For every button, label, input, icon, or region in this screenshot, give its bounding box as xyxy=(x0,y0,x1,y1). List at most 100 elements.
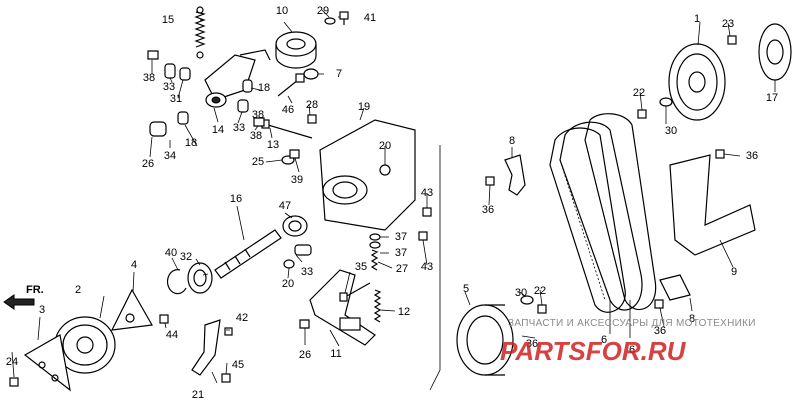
arm-11 xyxy=(309,269,376,346)
section-divider xyxy=(429,145,441,391)
bearing-32 xyxy=(187,262,213,294)
callout-20b: 20 xyxy=(282,278,294,290)
plate-3 xyxy=(23,334,71,392)
collar-7 xyxy=(303,68,319,80)
callout-30a: 30 xyxy=(665,125,677,137)
bolt-23 xyxy=(727,35,737,45)
tensioner-pulley-10 xyxy=(275,31,317,69)
spring-27 xyxy=(370,249,379,271)
callout-37b: 37 xyxy=(395,247,407,259)
washer-30b xyxy=(520,295,534,305)
callout-37a: 37 xyxy=(395,231,407,243)
callout-22a: 22 xyxy=(633,87,645,99)
callout-16: 16 xyxy=(230,193,242,205)
callout-21: 21 xyxy=(192,389,204,401)
collar-33c xyxy=(294,244,312,256)
watermark-tagline: ЗАПЧАСТИ И АКСЕССУАРЫ ДЛЯ МОТОТЕХНИКИ xyxy=(508,318,756,329)
nut-20b xyxy=(283,259,295,269)
bolt-43a xyxy=(422,207,432,217)
drive-pulley-2 xyxy=(54,316,116,374)
bolt-24 xyxy=(9,377,19,387)
nut-26b xyxy=(299,319,310,329)
callout-23: 23 xyxy=(722,18,734,30)
callout-9: 9 xyxy=(731,266,737,278)
bolt-45 xyxy=(221,373,231,383)
bracket-21 xyxy=(191,319,221,376)
callout-28: 28 xyxy=(306,99,318,111)
callout-17: 17 xyxy=(766,92,778,104)
callout-33a: 33 xyxy=(163,81,175,93)
callout-33b: 33 xyxy=(233,122,245,134)
collar-33a xyxy=(164,63,176,79)
bolt-28 xyxy=(307,114,317,124)
callout-15: 15 xyxy=(162,14,174,26)
callout-30b: 30 xyxy=(515,287,527,299)
bracket-8a xyxy=(504,154,526,196)
shaft-34 xyxy=(149,121,167,137)
callout-42: 42 xyxy=(236,312,248,324)
callout-38b: 38 xyxy=(250,130,262,142)
callout-39: 39 xyxy=(291,174,303,186)
bolt-36c xyxy=(654,299,664,309)
callout-8b: 8 xyxy=(689,313,695,325)
bolt-22b xyxy=(537,304,547,314)
bolt-22a xyxy=(637,109,647,119)
callout-3: 3 xyxy=(39,304,45,316)
callout-20a: 20 xyxy=(379,140,391,152)
callout-24: 24 xyxy=(6,356,18,368)
bolt-41 xyxy=(339,11,349,25)
bolt-36b xyxy=(715,149,725,159)
spring-12 xyxy=(373,289,382,323)
callout-8a: 8 xyxy=(509,135,515,147)
drive-belt-6 xyxy=(549,113,657,313)
bolt-43b xyxy=(418,231,428,241)
callout-36c: 36 xyxy=(654,325,666,337)
callout-36b: 36 xyxy=(746,150,758,162)
callout-33c: 33 xyxy=(301,266,313,278)
callout-4: 4 xyxy=(131,259,137,271)
callout-47: 47 xyxy=(279,200,291,212)
callout-labels: 1 2 3 4 5 6 6 7 8 8 9 10 11 12 13 14 15 … xyxy=(6,5,778,401)
callout-5: 5 xyxy=(463,283,469,295)
bolt-44 xyxy=(159,314,169,324)
callout-38a: 38 xyxy=(143,72,155,84)
collar-18b xyxy=(177,111,189,125)
callout-35: 35 xyxy=(355,261,367,273)
callout-18a: 18 xyxy=(258,82,270,94)
callout-1: 1 xyxy=(694,13,700,25)
callout-12: 12 xyxy=(398,306,410,318)
callout-26a: 26 xyxy=(142,158,154,170)
callout-6b: 6 xyxy=(629,344,635,356)
callout-7: 7 xyxy=(336,68,342,80)
callout-36a: 36 xyxy=(482,204,494,216)
bolt-35 xyxy=(339,282,371,302)
nut-38b xyxy=(253,117,265,127)
watermark-logo: PARTSFOR.RU xyxy=(500,336,687,366)
washer-29 xyxy=(324,17,336,25)
callout-34: 34 xyxy=(164,150,176,162)
callout-27: 27 xyxy=(396,263,408,275)
bracket-8b xyxy=(659,274,691,301)
front-arrow xyxy=(3,294,35,310)
nut-38a xyxy=(147,50,159,60)
callout-29: 29 xyxy=(317,5,329,17)
callout-45: 45 xyxy=(232,359,244,371)
callout-36d: 36 xyxy=(526,338,538,350)
callout-25: 25 xyxy=(252,156,264,168)
callout-32: 32 xyxy=(180,251,192,263)
callout-44: 44 xyxy=(166,329,178,341)
callout-14: 14 xyxy=(212,124,224,136)
callout-22b: 22 xyxy=(534,285,546,297)
bearing-47 xyxy=(282,215,308,237)
collar-31 xyxy=(179,67,191,81)
plate-4 xyxy=(110,288,153,331)
driven-pulley-1 xyxy=(668,43,726,121)
callout-43b: 43 xyxy=(421,261,433,273)
washer-30a xyxy=(659,97,673,107)
callout-40: 40 xyxy=(165,247,177,259)
callout-31: 31 xyxy=(170,93,182,105)
callout-38c: 38 xyxy=(252,109,264,121)
circlip-40 xyxy=(166,269,187,295)
